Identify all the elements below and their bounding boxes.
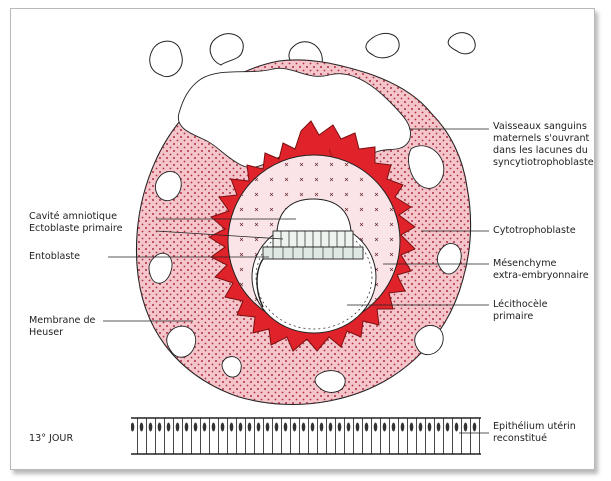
label-mesenchyme-line1: Mésenchyme [493, 257, 557, 269]
embryo-diagram: Vaisseaux sanguins maternels s'ouvrant d… [11, 9, 594, 469]
label-membrane-line2: Heuser [29, 327, 63, 338]
label-epithelium-line1: Epithélium utérin [493, 420, 576, 432]
label-vaisseaux-line1: Vaisseaux sanguins [493, 121, 587, 132]
label-lecithocele-line1: Lécithocèle [493, 298, 548, 310]
label-day: 13° JOUR [29, 433, 73, 444]
label-ectoblaste-primaire: Ectoblaste primaire [29, 223, 123, 234]
label-vaisseaux-line2: maternels s'ouvrant [493, 133, 590, 144]
label-cytotrophoblaste: Cytotrophoblaste [493, 225, 576, 236]
label-lecithocele-line2: primaire [493, 311, 533, 322]
label-entoblaste: Entoblaste [29, 251, 80, 262]
label-vaisseaux-line4: syncytiotrophoblaste [493, 157, 594, 168]
primary-ectoblast [273, 231, 353, 247]
label-epithelium-line2: reconstitué [493, 432, 547, 444]
label-vaisseaux-line3: dans les lacunes du [493, 145, 588, 156]
label-cavite-amniotique: Cavité amniotique [29, 210, 117, 222]
uterine-epithelium [131, 413, 481, 459]
label-membrane-line1: Membrane de [29, 315, 96, 326]
figure-frame: Vaisseaux sanguins maternels s'ouvrant d… [10, 8, 595, 470]
label-mesenchyme-line2: extra-embryonnaire [493, 270, 589, 281]
